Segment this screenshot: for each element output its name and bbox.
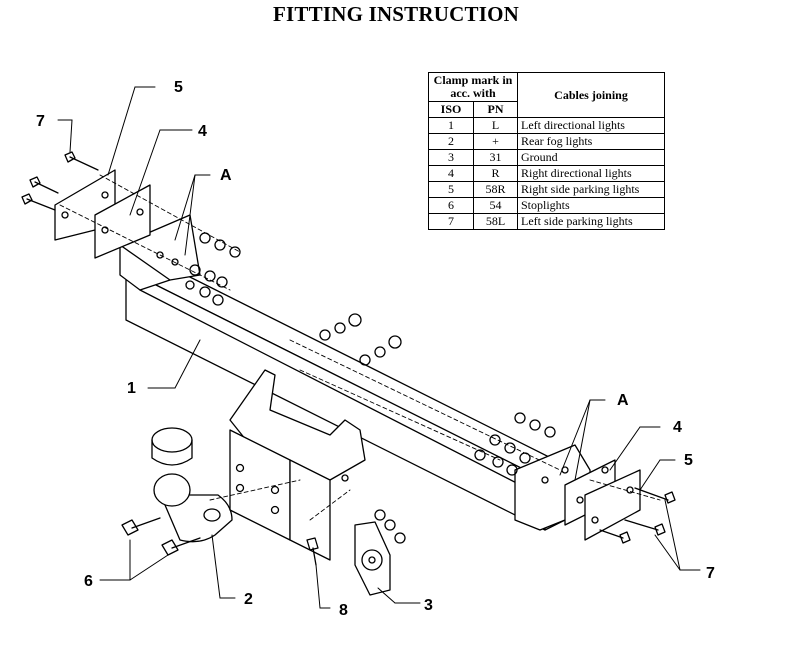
cable-cell: Ground xyxy=(517,149,665,166)
right-bolts xyxy=(599,487,676,544)
tow-ball xyxy=(151,427,233,543)
callout-ball-bolts: 6 xyxy=(84,573,93,590)
table-header-row: Clamp mark in acc. with Cables joining xyxy=(428,72,665,118)
cable-cell: Left side parking lights xyxy=(517,213,665,230)
callout-labels: 1 2 3 4 4 5 5 6 7 7 8 A A xyxy=(36,79,715,619)
callout-plate-left: 4 xyxy=(198,123,207,140)
callout-ball: 2 xyxy=(244,591,253,608)
crossbar-beam xyxy=(125,261,576,531)
socket-plate xyxy=(354,521,391,596)
cable-cell: Right side parking lights xyxy=(517,181,665,198)
cable-cell: Right directional lights xyxy=(517,165,665,182)
clamp-mark-header: Clamp mark in acc. with xyxy=(428,72,518,102)
callout-a-left: A xyxy=(220,167,232,184)
assembly-guide-lines xyxy=(59,174,661,521)
left-bolts xyxy=(21,151,99,211)
callout-socket-plate: 3 xyxy=(424,597,433,614)
central-bracket xyxy=(229,369,366,561)
callout-small-bolt: 8 xyxy=(339,602,348,619)
left-mount-plates xyxy=(54,169,151,259)
right-mount-plates xyxy=(564,459,641,541)
cable-legend-table: Clamp mark in acc. with Cables joining I… xyxy=(427,72,665,230)
cables-joining-header: Cables joining xyxy=(517,72,665,118)
fastener-nuts-washers xyxy=(185,232,556,544)
pn-cell: 31 xyxy=(473,149,518,166)
callout-bolts-right: 7 xyxy=(706,565,715,582)
callout-cover-right: 5 xyxy=(684,452,693,469)
callout-plate-right: 4 xyxy=(673,419,682,436)
callout-frame: 1 xyxy=(127,380,136,397)
pn-cell: 54 xyxy=(473,197,518,214)
callout-bolts-left: 7 xyxy=(36,113,45,130)
iso-cell: 5 xyxy=(427,181,475,198)
pn-cell: 58L xyxy=(473,213,518,230)
cable-cell: Stoplights xyxy=(517,197,665,214)
page-title: FITTING INSTRUCTION xyxy=(273,2,519,26)
pn-header: PN xyxy=(473,101,518,118)
small-bolt xyxy=(306,537,319,566)
leader-lines xyxy=(57,86,701,609)
ball-bolts xyxy=(121,517,201,556)
iso-cell: 7 xyxy=(427,213,475,230)
callout-a-right: A xyxy=(617,392,629,409)
callout-cover-left: 5 xyxy=(174,79,183,96)
left-end-bracket xyxy=(119,214,201,291)
